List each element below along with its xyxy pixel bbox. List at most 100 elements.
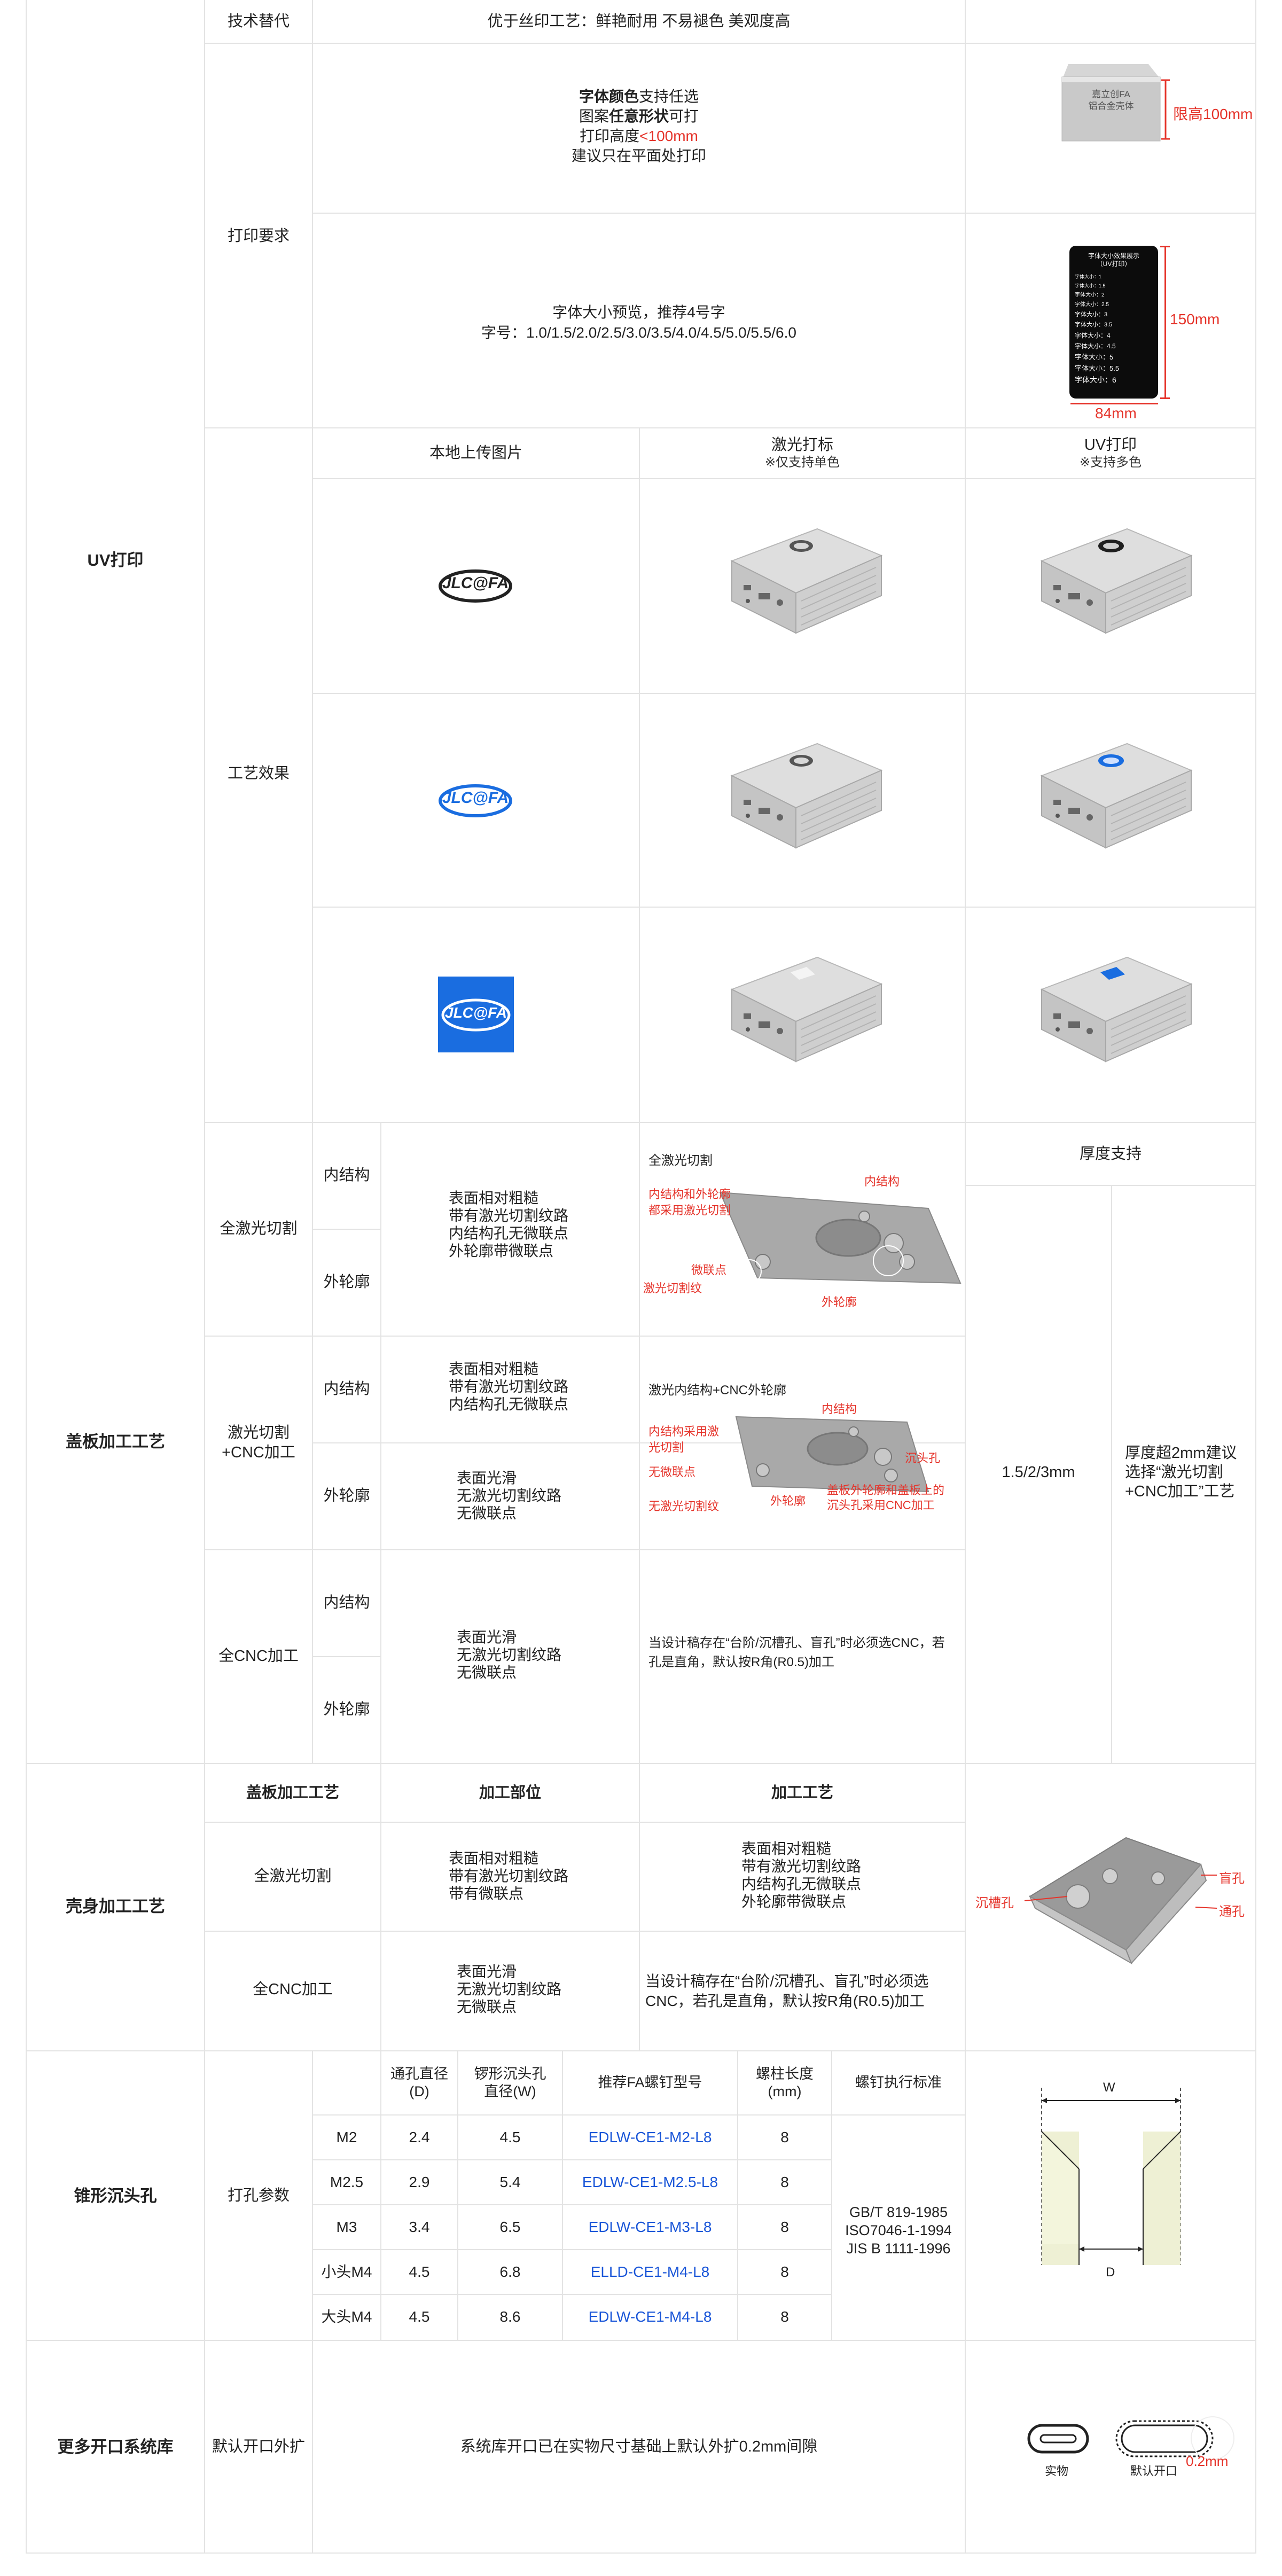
table-cell: 8: [780, 2308, 789, 2325]
box-label-top: 嘉立创FA: [1092, 89, 1130, 99]
table-cell: 5.4: [499, 2174, 521, 2190]
logo-black: JLC@FA: [438, 564, 513, 606]
table-cell: 3.4: [409, 2219, 430, 2235]
shell-header-part: 加工部位: [479, 1784, 541, 1801]
desc-lc-outer: 表面光滑无激光切割纹路无微联点: [457, 1470, 562, 1521]
shell-header-process: 盖板加工工艺: [246, 1784, 339, 1801]
inner-label-2: 内结构: [323, 1380, 370, 1398]
table-cell: 2.9: [409, 2174, 430, 2190]
logo-blue: JLC@FA: [438, 778, 513, 821]
section-uv-print: UV打印: [87, 551, 144, 569]
shell-row2-part: 表面光滑无激光切割纹路无微联点: [457, 1963, 562, 2015]
cover-laser-cnc-image: 激光内结构+CNC外轮廓 内结构 内结构采用激 光切割 无微联点 沉头孔 无激光…: [648, 1383, 945, 1513]
cs-row-size: 小头M4: [321, 2263, 372, 2280]
cover-laser-cnc: 激光切割+CNC加工: [222, 1424, 295, 1461]
cs-row-size: M3: [336, 2219, 357, 2235]
col-uv: UV打印 ※支持多色: [1079, 436, 1142, 470]
cs-header-d: 通孔直径 (D): [390, 2066, 448, 2099]
outer-label-1: 外轮廓: [323, 1274, 370, 1291]
inner-label-1: 内结构: [323, 1167, 370, 1184]
table-cell: 8.6: [499, 2308, 521, 2325]
phone-row: 字体大小：1: [1075, 274, 1102, 279]
thickness-value: 1.5/2/3mm: [1002, 1464, 1075, 1481]
uv-render-2: [1020, 728, 1202, 856]
logo-blue-square: JLC@FA: [438, 977, 514, 1052]
cnc-note: 当设计稿存在“台阶/沉槽孔、盲孔”时必须选CNC，若孔是直角，默认按R角(R0.…: [648, 1636, 945, 1669]
cs-row-screw-link[interactable]: EDLW-CE1-M2-L8: [588, 2129, 712, 2145]
phone-row: 字体大小：5: [1075, 353, 1114, 361]
font-preview-text: 字体大小预览，推荐4号字 字号：1.0/1.5/2.0/2.5/3.0/3.5/…: [481, 304, 796, 341]
req-line-1: 字体颜色支持任选: [579, 88, 699, 105]
thickness-note: 厚度超2mm建议选择“激光切割+CNC加工”工艺: [1125, 1445, 1237, 1500]
phone-row: 字体大小：4: [1075, 332, 1111, 339]
table-cell: 6.8: [499, 2263, 521, 2280]
phone-row: 字体大小：2: [1075, 292, 1105, 298]
cover-full-cnc: 全CNC加工: [218, 1648, 299, 1665]
table-cell: 8: [780, 2129, 789, 2145]
print-req-label: 打印要求: [227, 228, 290, 245]
countersink-diagram: W D: [1036, 2073, 1186, 2286]
cs-header-w: 锣形沉头孔 直径(W): [474, 2066, 546, 2099]
uv-render-1: [1020, 513, 1202, 641]
phone-row: 字体大小：6: [1075, 376, 1116, 384]
opening-diagram: 实物 默认开口 0.2mm: [1020, 2393, 1255, 2500]
shell-row1-craft: 表面相对粗糙带有激光切割纹路内结构孔无微联点外轮廓带微联点: [741, 1840, 862, 1910]
cs-row-size: 大头M4: [321, 2308, 372, 2325]
table-cell: 2.4: [409, 2129, 430, 2145]
phone-row: 字体大小：3: [1075, 311, 1108, 318]
cs-header-std: 螺钉执行标准: [855, 2074, 942, 2090]
section-shell: 壳身加工工艺: [66, 1897, 165, 1916]
desc-lc-inner: 表面相对粗糙带有激光切割纹路内结构孔无微联点: [449, 1361, 569, 1412]
table-cell: 4.5: [409, 2308, 430, 2325]
outer-label-2: 外轮廓: [323, 1487, 370, 1504]
box-label-bottom: 铝合金壳体: [1088, 101, 1134, 111]
dim-height: 150mm: [1170, 311, 1220, 327]
cs-row-size: M2.5: [330, 2174, 364, 2190]
req-line-2: 图案任意形状可打: [579, 108, 699, 124]
cs-row-screw-link[interactable]: EDLW-CE1-M2.5-L8: [582, 2174, 718, 2190]
uv-render-3: [1020, 941, 1202, 1070]
table-cell: 8: [780, 2263, 789, 2280]
shell-row1-process: 全激光切割: [254, 1868, 332, 1885]
dim-width: 84mm: [1095, 405, 1137, 421]
shell-image: 沉槽孔 盲孔 通孔: [966, 1816, 1255, 1993]
table-cell: 4.5: [499, 2129, 521, 2145]
cs-row-screw-link[interactable]: ELLD-CE1-M4-L8: [590, 2263, 710, 2280]
table-cell: 6.5: [499, 2219, 521, 2235]
cover-full-laser: 全激光切割: [220, 1220, 298, 1237]
section-cover-plate: 盖板加工工艺: [66, 1432, 165, 1451]
openings-desc: 系统库开口已在实物尺寸基础上默认外扩0.2mm间隙: [460, 2438, 818, 2455]
cs-row-screw-link[interactable]: EDLW-CE1-M3-L8: [588, 2219, 712, 2235]
enclosure-height-image: 嘉立创FA 铝合金壳体 限高100mm: [1047, 59, 1253, 166]
thickness-header: 厚度支持: [1079, 1145, 1142, 1162]
cs-header-len: 螺柱长度 (mm): [756, 2066, 814, 2099]
req-line-3: 打印高度<100mm: [580, 128, 698, 144]
desc-full-laser: 表面相对粗糙带有激光切割纹路内结构孔无微联点外轮廓带微联点: [449, 1190, 569, 1259]
laser-render-3: [710, 941, 892, 1070]
effect-label: 工艺效果: [227, 765, 290, 782]
table-cell: 8: [780, 2219, 789, 2235]
tech-replace-label: 技术替代: [227, 13, 290, 30]
table-cell: 4.5: [409, 2263, 430, 2280]
inner-label-3: 内结构: [323, 1594, 370, 1611]
print-requirements: 字体颜色支持任选 图案任意形状可打 打印高度<100mm 建议只在平面处打印: [313, 87, 965, 166]
laser-render-2: [710, 728, 892, 856]
tech-replace-value: 优于丝印工艺：鲜艳耐用 不易褪色 美观度高: [487, 13, 791, 30]
table-cell: 8: [780, 2174, 789, 2190]
limit-label: 限高100mm: [1173, 106, 1253, 122]
phone-row: 字体大小：3.5: [1075, 322, 1113, 328]
shell-row1-part: 表面相对粗糙带有激光切割纹路带有微联点: [449, 1850, 569, 1902]
col-laser: 激光打标 ※仅支持单色: [764, 436, 840, 470]
desc-cnc: 表面光滑无激光切割纹路无微联点: [457, 1629, 562, 1681]
openings-label: 默认开口外扩: [212, 2438, 305, 2455]
section-openings: 更多开口系统库: [57, 2438, 174, 2456]
cs-header-screw: 推荐FA螺钉型号: [598, 2074, 702, 2090]
phone-row: 字体大小：4.5: [1075, 342, 1116, 350]
phone-row: 字体大小：2.5: [1075, 302, 1109, 308]
cs-row-screw-link[interactable]: EDLW-CE1-M4-L8: [588, 2308, 712, 2325]
cs-row-size: M2: [336, 2129, 357, 2145]
phone-row: 字体大小：1.5: [1075, 283, 1106, 288]
